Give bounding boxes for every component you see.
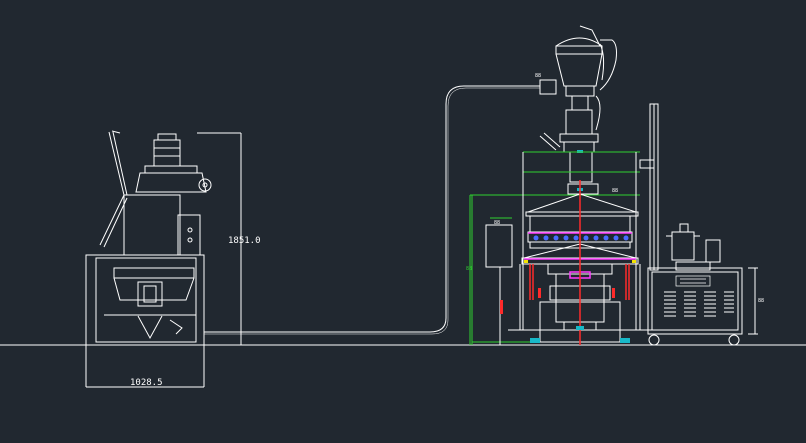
sieve-mesh-dots xyxy=(533,235,629,241)
green-dim-mark: 88 xyxy=(466,266,472,272)
mixer-height-dimension xyxy=(197,132,242,345)
cabinet-nameplate xyxy=(675,275,711,287)
mixer-machine xyxy=(85,130,212,387)
vacuum-loader: 88 xyxy=(535,25,617,183)
sieve-feet xyxy=(530,326,630,343)
yellow-markers xyxy=(524,260,636,263)
mixer-width-label: 1028.5 xyxy=(130,378,163,388)
sieve-top-dim-mark: 88 xyxy=(612,188,618,194)
svg-text:88: 88 xyxy=(535,73,541,79)
spring-indicators xyxy=(500,288,615,314)
vibrating-sieve xyxy=(485,152,652,345)
control-cabinet xyxy=(639,103,758,346)
sieve-dimension-lines xyxy=(469,151,640,345)
mixer-height-label: 1851.0 xyxy=(228,236,261,246)
sidebox-dim-mark: 88 xyxy=(494,220,500,226)
conveying-pipe xyxy=(204,85,540,333)
cabinet-dim-mark: 88 xyxy=(758,298,764,304)
cabinet-louvres xyxy=(664,291,734,317)
conveying-pipe-inner xyxy=(204,87,540,335)
sieve-springs xyxy=(529,180,630,345)
